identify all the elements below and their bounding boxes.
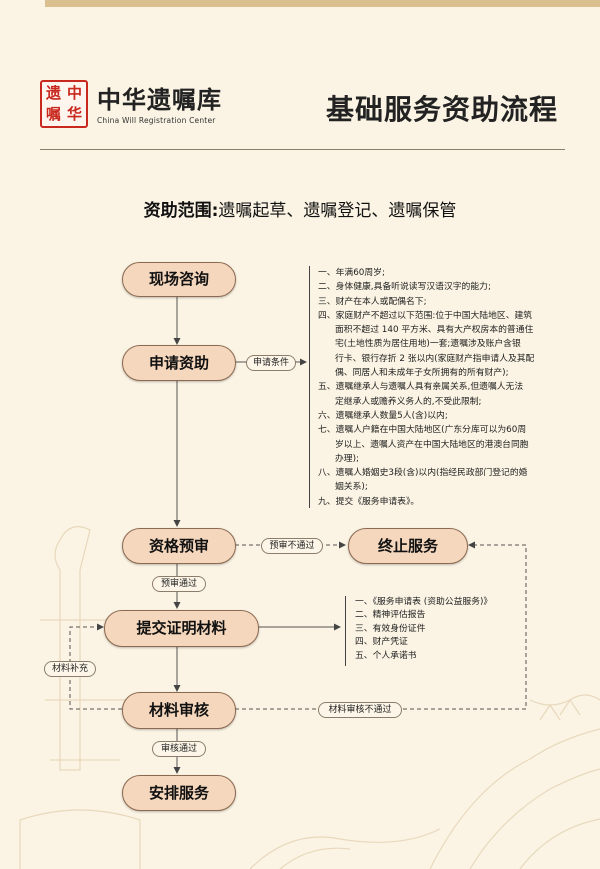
label-review-fail: 材料审核不通过: [318, 702, 402, 718]
logo-seal: 遗 中 嘱 华: [40, 80, 88, 128]
header-divider: [40, 149, 565, 150]
header: 遗 中 嘱 华 中华遗嘱库 China Will Registration Ce…: [0, 70, 600, 150]
label-pre-review-pass: 预审通过: [152, 576, 206, 592]
funding-scope: 资助范围:遗嘱起草、遗嘱登记、遗嘱保管: [0, 196, 600, 221]
condition-item: 姻关系);: [335, 482, 368, 493]
condition-item: 三、财产在本人或配偶名下;: [318, 296, 427, 307]
seal-char: 中: [66, 84, 82, 102]
top-accent-bar: [45, 0, 600, 7]
condition-item: 办理);: [335, 453, 359, 464]
funding-scope-label: 资助范围:: [143, 201, 219, 221]
condition-item: 四、家庭财产不超过以下范围:位于中国大陆地区、建筑: [318, 310, 533, 321]
condition-item: 六、遗嘱继承人数量5人(含)以内;: [318, 410, 448, 421]
node-submit-materials: 提交证明材料: [104, 610, 259, 647]
condition-item: 宅(土地性质为居住用地)一套;遗嘱涉及账户含银: [335, 339, 521, 350]
document-item: 四、财产凭证: [355, 637, 408, 648]
node-pre-review: 资格预审: [122, 528, 236, 564]
node-arrange-service: 安排服务: [122, 775, 236, 811]
condition-item: 定继承人或赡养义务人的,不受此限制;: [335, 396, 482, 407]
condition-item: 行卡、银行存折 2 张以内(家庭财产指申请人及其配: [335, 353, 535, 364]
node-material-review: 材料审核: [122, 692, 236, 729]
brand: 中华遗嘱库 China Will Registration Center: [97, 85, 222, 126]
condition-item: 五、遗嘱继承人与遗嘱人具有亲属关系,但遗嘱人无法: [318, 382, 524, 393]
label-review-pass: 审核通过: [152, 741, 206, 757]
condition-item: 七、遗嘱人户籍在中国大陆地区(广东分库可以为60周: [318, 425, 527, 436]
edge-review-terminate: [235, 541, 527, 710]
condition-item: 偶、同居人和未成年子女所拥有的所有财产);: [335, 368, 509, 379]
funding-scope-text: 遗嘱起草、遗嘱登记、遗嘱保管: [218, 201, 457, 221]
apply-conditions-list: 一、年满60周岁; 二、身体健康,具备听说读写汉语汉字的能力; 三、财产在本人或…: [309, 266, 556, 508]
brand-english-name: China Will Registration Center: [97, 116, 216, 125]
condition-item: 一、年满60周岁;: [318, 268, 385, 278]
document-item: 二、精神评估报告: [355, 610, 426, 621]
label-supplement: 材料补充: [44, 661, 96, 677]
node-terminate: 终止服务: [348, 528, 468, 564]
seal-char: 华: [66, 105, 82, 123]
condition-item: 九、提交《服务申请表》。: [318, 496, 420, 507]
document-item: 五、个人承诺书: [355, 650, 417, 661]
condition-item: 岁以上、遗嘱人资产在中国大陆地区的港澳台同胞: [335, 439, 529, 450]
document-item: 三、有效身份证件: [355, 623, 426, 634]
label-apply-conditions: 申请条件: [246, 355, 296, 371]
required-documents-list: 一、《服务申请表 (资助公益服务)》 二、精神评估报告 三、有效身份证件 四、财…: [345, 596, 515, 666]
label-pre-review-fail: 预审不通过: [261, 538, 323, 554]
seal-char: 嘱: [45, 105, 61, 123]
page-title: 基础服务资助流程: [325, 93, 558, 126]
seal-char: 遗: [45, 84, 61, 102]
brand-name: 中华遗嘱库: [97, 85, 222, 114]
condition-item: 八、遗嘱人婚姻史3段(含)以内(指经民政部门登记的婚: [318, 468, 528, 479]
document-item: 一、《服务申请表 (资助公益服务)》: [355, 597, 493, 607]
condition-item: 二、身体健康,具备听说读写汉语汉字的能力;: [318, 282, 491, 293]
node-consult: 现场咨询: [122, 262, 236, 297]
condition-item: 面积不超过 140 平方米、具有大产权房本的普通住: [335, 325, 534, 336]
node-apply: 申请资助: [122, 345, 236, 381]
